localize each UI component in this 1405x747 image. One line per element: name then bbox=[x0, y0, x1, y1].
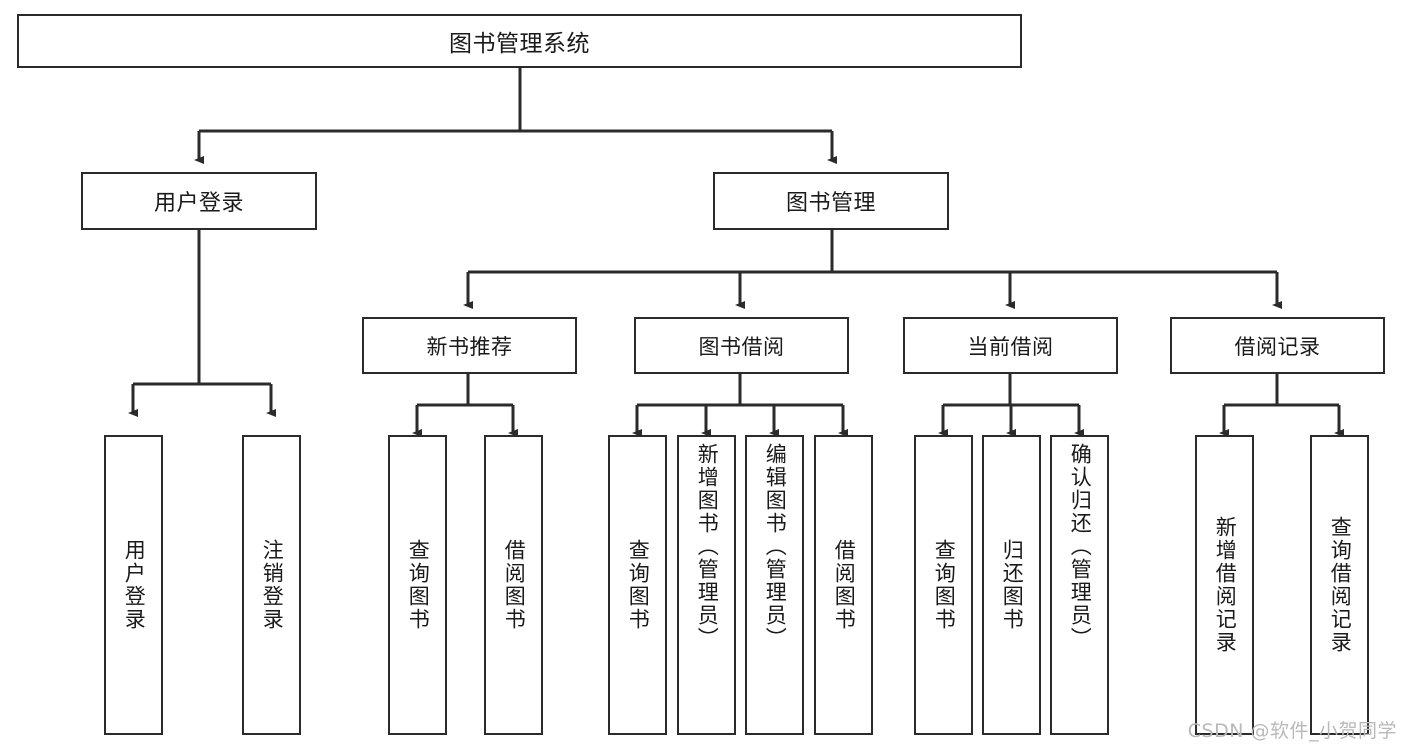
leaf-query-book-borrow[interactable]: 查询图书 bbox=[608, 435, 667, 735]
leaf-add-book-admin[interactable]: 新增图书（管理员） bbox=[677, 435, 736, 735]
node-new-book-recommend[interactable]: 新书推荐 bbox=[362, 317, 577, 374]
leaf-confirm-return-admin[interactable]: 确认归还（管理员） bbox=[1050, 435, 1109, 735]
node-borrow-records-label: 借阅记录 bbox=[1234, 334, 1321, 359]
leaf-add-book-admin-label: 新增图书（管理员） bbox=[695, 443, 720, 650]
csdn-watermark: CSDN @软件_小贺同学 bbox=[1187, 720, 1397, 742]
leaf-borrow-book[interactable]: 借阅图书 bbox=[814, 435, 873, 735]
node-book-management[interactable]: 图书管理 bbox=[713, 172, 949, 230]
node-root-label: 图书管理系统 bbox=[449, 31, 590, 57]
leaf-query-book-current-label: 查询图书 bbox=[932, 539, 957, 631]
node-book-borrow[interactable]: 图书借阅 bbox=[634, 317, 849, 374]
leaf-edit-book-admin[interactable]: 编辑图书（管理员） bbox=[745, 435, 804, 735]
node-book-management-label: 图书管理 bbox=[785, 191, 876, 216]
leaf-borrow-book-recommend[interactable]: 借阅图书 bbox=[484, 435, 543, 735]
leaf-query-book-borrow-label: 查询图书 bbox=[626, 539, 651, 631]
node-book-borrow-label: 图书借阅 bbox=[698, 334, 785, 359]
leaf-query-borrow-record[interactable]: 查询借阅记录 bbox=[1310, 435, 1369, 735]
leaf-add-borrow-record[interactable]: 新增借阅记录 bbox=[1195, 435, 1254, 735]
leaf-return-book[interactable]: 归还图书 bbox=[982, 435, 1041, 735]
leaf-query-book-recommend[interactable]: 查询图书 bbox=[388, 435, 447, 735]
node-user-login-label: 用户登录 bbox=[153, 191, 244, 216]
leaf-logout[interactable]: 注销登录 bbox=[242, 435, 301, 735]
leaf-user-login[interactable]: 用户登录 bbox=[104, 435, 163, 735]
leaf-query-book-current[interactable]: 查询图书 bbox=[914, 435, 973, 735]
leaf-borrow-book-label: 借阅图书 bbox=[832, 539, 857, 631]
node-new-book-recommend-label: 新书推荐 bbox=[426, 334, 513, 359]
node-current-borrow-label: 当前借阅 bbox=[967, 334, 1054, 359]
leaf-logout-label: 注销登录 bbox=[260, 539, 285, 631]
node-user-login[interactable]: 用户登录 bbox=[81, 172, 317, 230]
leaf-query-borrow-record-label: 查询借阅记录 bbox=[1328, 516, 1353, 654]
leaf-edit-book-admin-label: 编辑图书（管理员） bbox=[763, 443, 788, 650]
leaf-confirm-return-admin-label: 确认归还（管理员） bbox=[1068, 443, 1093, 650]
node-root[interactable]: 图书管理系统 bbox=[17, 14, 1022, 68]
leaf-add-borrow-record-label: 新增借阅记录 bbox=[1213, 516, 1238, 654]
node-borrow-records[interactable]: 借阅记录 bbox=[1170, 317, 1385, 374]
node-current-borrow[interactable]: 当前借阅 bbox=[903, 317, 1118, 374]
leaf-query-book-recommend-label: 查询图书 bbox=[406, 539, 431, 631]
leaf-return-book-label: 归还图书 bbox=[1000, 539, 1025, 631]
leaf-user-login-label: 用户登录 bbox=[122, 539, 147, 631]
leaf-borrow-book-recommend-label: 借阅图书 bbox=[502, 539, 527, 631]
